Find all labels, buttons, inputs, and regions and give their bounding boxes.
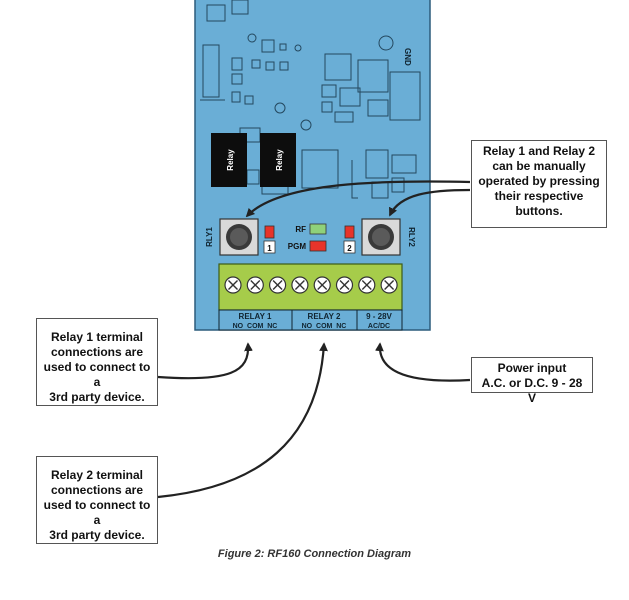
rf-label: RF <box>295 225 306 234</box>
power-terminal-title: 9 - 28V <box>366 312 392 321</box>
callout-manual-line: operated by pressing <box>478 174 600 188</box>
relay-2-chip-label: Relay <box>275 149 284 171</box>
arrow-to-relay2-terminals <box>157 342 328 499</box>
rf-led <box>309 223 327 235</box>
callout-relay1-line: Relay 1 terminal <box>50 330 144 344</box>
callout-power-line: Power input <box>497 361 567 375</box>
arrow-to-relay1-terminals <box>157 342 253 380</box>
callout-relay2-line: Relay 2 terminal <box>50 468 144 482</box>
terminal-screw <box>335 276 354 294</box>
led-1-number: 1 <box>267 244 272 253</box>
callout-relay1-line: connections are <box>50 345 144 359</box>
terminal-screw <box>291 276 309 294</box>
relay-2-button[interactable] <box>361 218 401 256</box>
led-2-number: 2 <box>347 244 352 253</box>
pgm-label: PGM <box>288 242 307 251</box>
pgm-led <box>309 240 327 252</box>
callout-manual-line: buttons. <box>515 204 563 218</box>
callout-arrows <box>157 180 471 499</box>
relay-2-chip <box>260 133 296 187</box>
gnd-label: GND <box>403 48 412 66</box>
figure-caption: Figure 2: RF160 Connection Diagram <box>217 548 412 560</box>
callout-power-line: A.C. or D.C. 9 - 28 V <box>481 376 583 405</box>
callout-power-input: Power input A.C. or D.C. 9 - 28 V <box>471 357 593 405</box>
terminal-screw <box>224 276 242 294</box>
callout-manual-line: their respective <box>494 189 584 203</box>
callout-relay2-line: connections are <box>50 483 144 497</box>
relay-1-button[interactable] <box>219 218 259 256</box>
relay-1-led <box>264 225 275 239</box>
callout-relay2-line: used to connect to a <box>43 498 151 527</box>
terminal-screw <box>358 276 376 294</box>
callout-relay1-line: 3rd party device. <box>49 390 145 404</box>
relay1-terminal-title: RELAY 1 <box>239 312 272 321</box>
arrow-to-relay2-button <box>389 188 471 217</box>
callout-relay1-line: used to connect to a <box>43 360 151 389</box>
pcb-board: GND Relay Relay RLY1 RLY2 1 2 RF PGM <box>194 0 431 331</box>
relay2-terminal-title: RELAY 2 <box>308 312 341 321</box>
power-terminal-names: AC/DC <box>368 323 390 330</box>
relay-1-chip <box>211 133 247 187</box>
arrow-to-relay1-button <box>245 180 471 218</box>
rly1-label: RLY1 <box>205 227 214 247</box>
terminal-screw <box>246 276 264 294</box>
callout-manual-line: Relay 1 and Relay 2 <box>482 144 596 158</box>
callout-relay1-terminals: Relay 1 terminal connections are used to… <box>36 318 158 406</box>
arrow-to-power-terminals <box>375 342 471 382</box>
relay-2-led <box>344 225 355 239</box>
callout-manual-buttons: Relay 1 and Relay 2 can be manually oper… <box>471 140 607 228</box>
terminal-screw <box>380 276 398 294</box>
callout-relay2-terminals: Relay 2 terminal connections are used to… <box>36 456 158 544</box>
relay-1-chip-label: Relay <box>226 149 235 171</box>
rly2-label: RLY2 <box>407 227 416 247</box>
terminal-screw <box>269 276 287 294</box>
relay1-terminal-names: NO COM NC <box>233 323 278 330</box>
callout-relay2-line: 3rd party device. <box>49 528 145 542</box>
relay2-terminal-names: NO COM NC <box>302 323 347 330</box>
callout-manual-line: can be manually <box>492 159 586 173</box>
terminal-screw <box>313 276 331 294</box>
